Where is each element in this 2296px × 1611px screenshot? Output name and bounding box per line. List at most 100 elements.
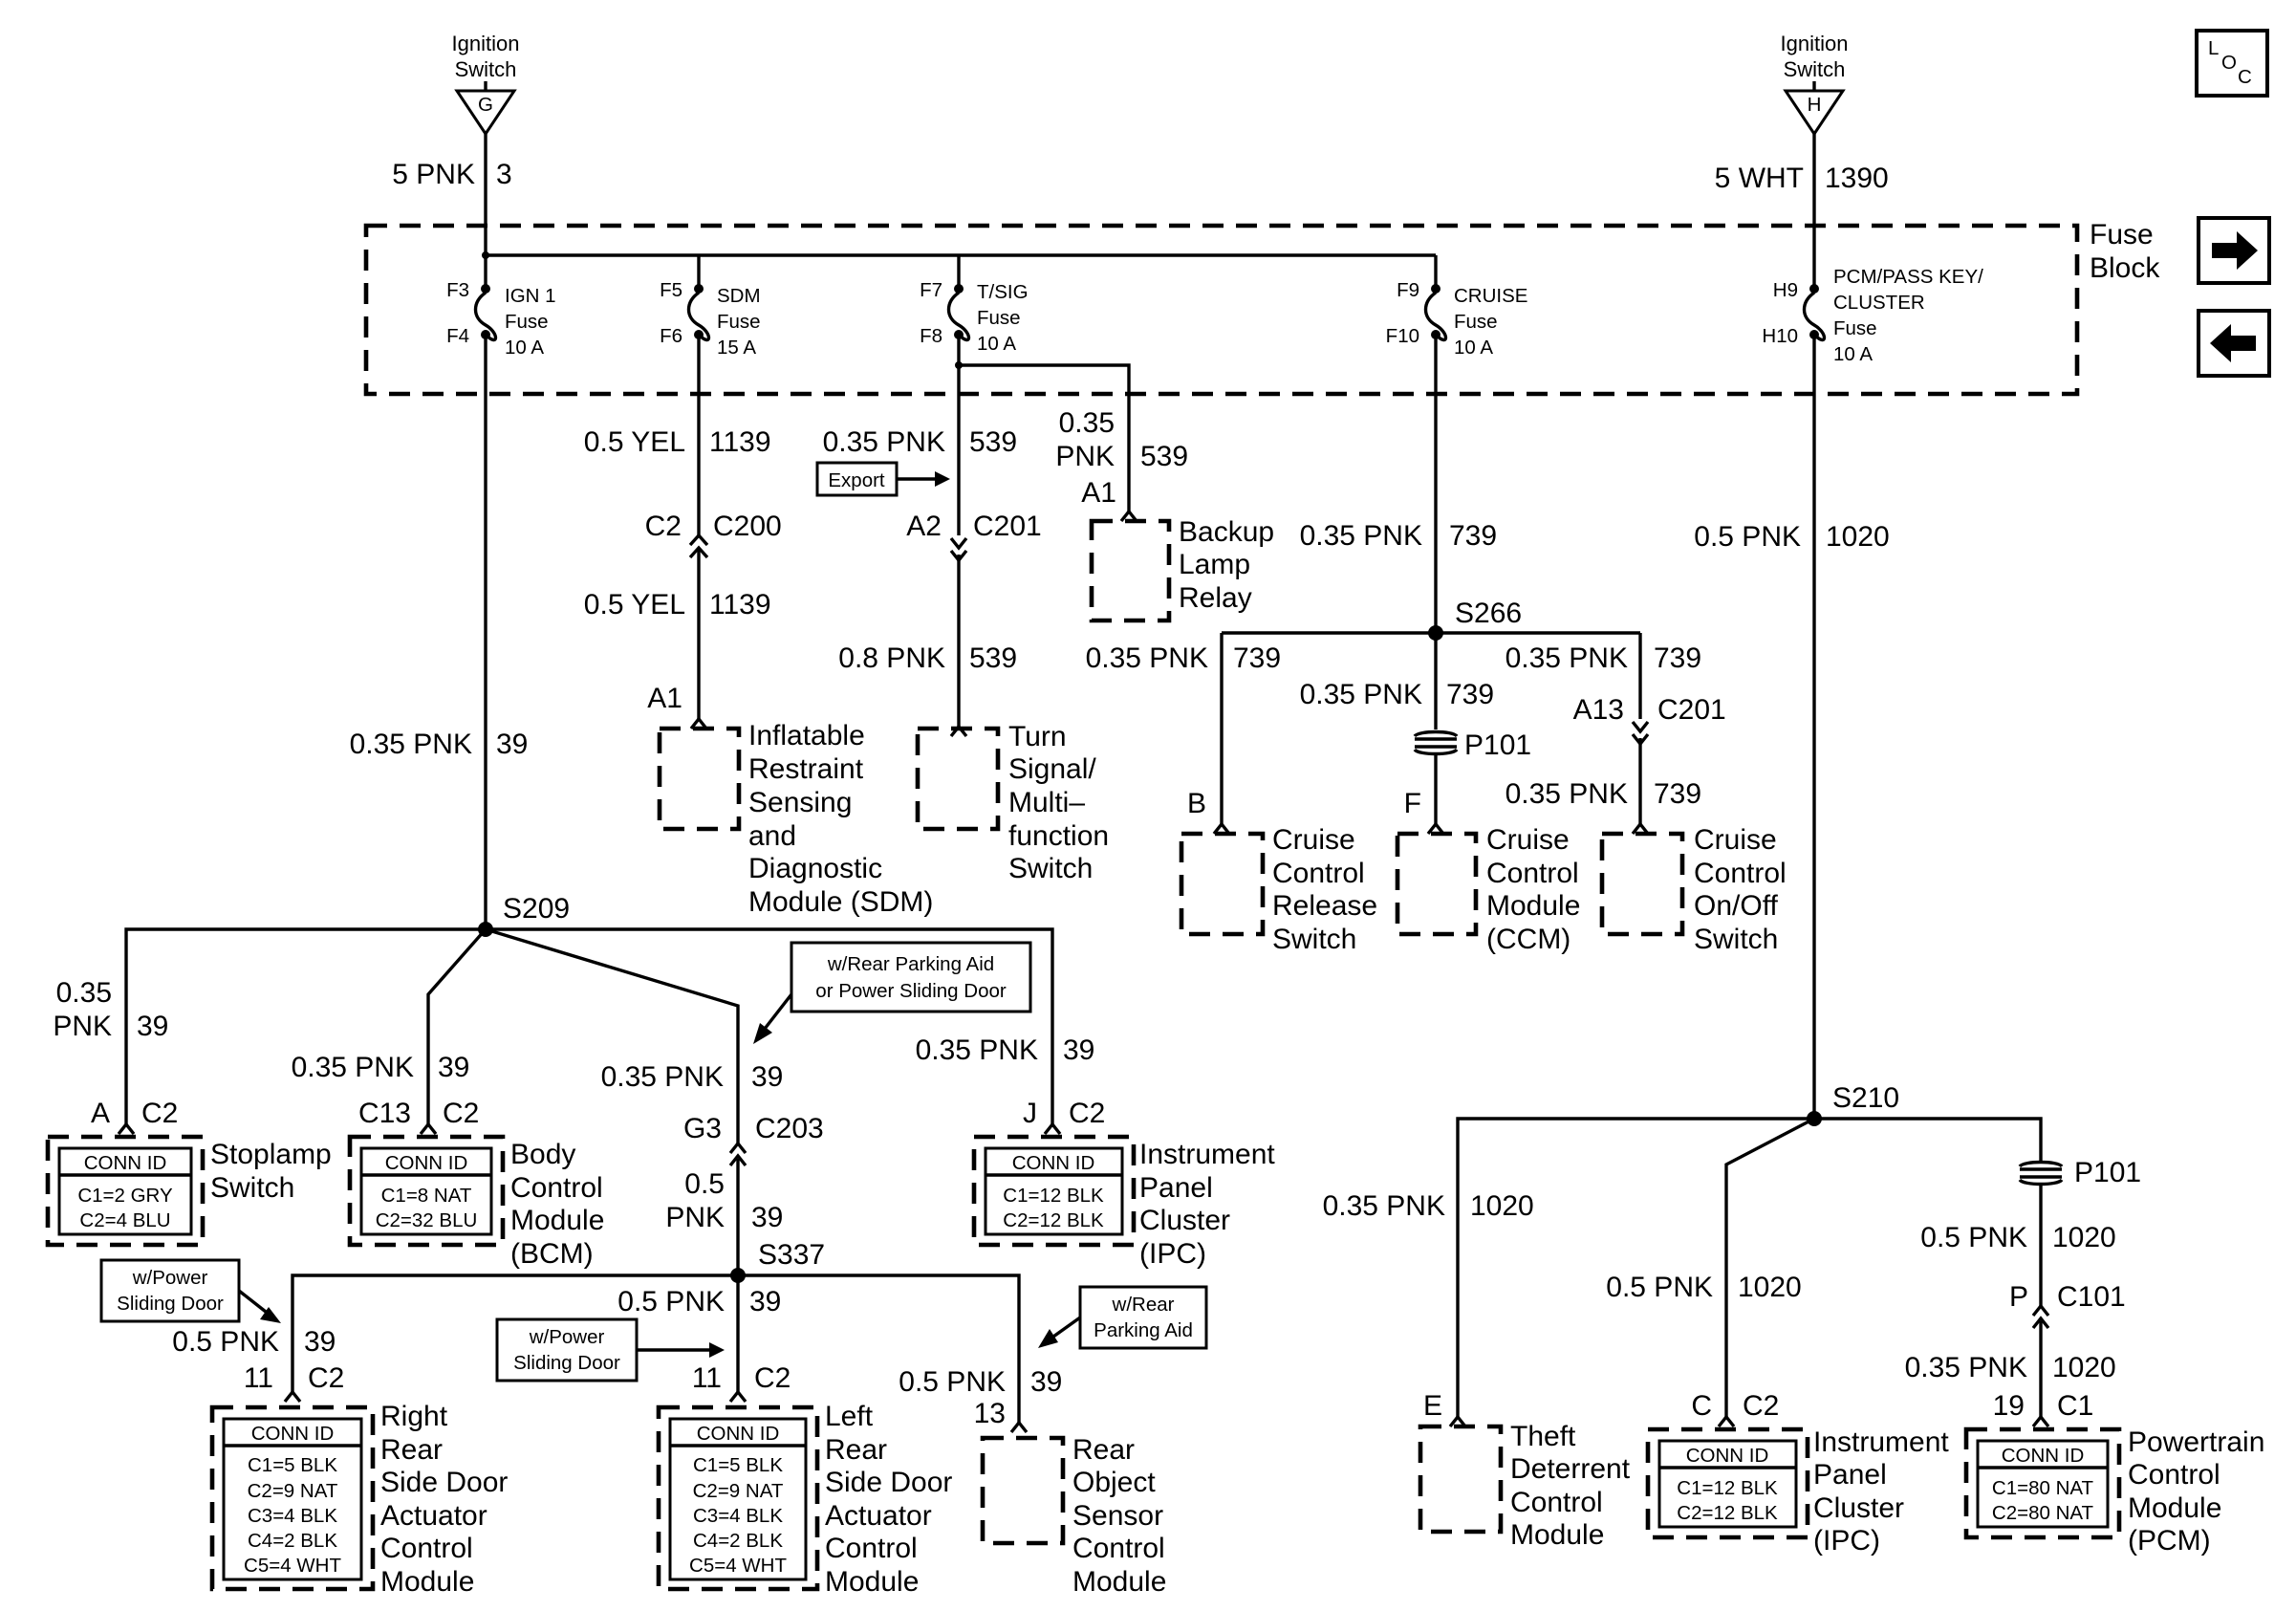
wire-left-door-gauge: 0.5 PNK: [617, 1286, 725, 1317]
ipc-left-conn: C2: [1069, 1098, 1105, 1129]
fuse-sdm-bottom-pin: F6: [660, 325, 682, 347]
body-control-module[interactable]: CONN ID C1=8 NAT C2=32 BLU Body Control …: [347, 1134, 604, 1270]
c200-cavity: C2: [645, 511, 682, 542]
connector-c203-icon: [728, 1141, 747, 1167]
turn-signal-switch[interactable]: Turn Signal/ Multi– function Switch: [915, 721, 1109, 884]
pcm-pin: 19: [1993, 1390, 2025, 1422]
cruise-onoff-label-4: Switch: [1694, 924, 1778, 955]
note-power-door-2-line-2: Sliding Door: [513, 1352, 620, 1374]
c203-name: C203: [755, 1113, 824, 1144]
left-door-pin: 11: [692, 1362, 722, 1394]
powertrain-control-module[interactable]: CONN ID C1=80 NAT C2=80 NAT Powertrain C…: [1963, 1426, 2264, 1557]
fuse-pcm-type: Fuse: [1833, 317, 1877, 339]
theft-deterrent-module[interactable]: Theft Deterrent Control Module: [1418, 1421, 1631, 1551]
right-door-conn-id-row: C5=4 WHT: [244, 1555, 341, 1577]
theft-label-4: Module: [1510, 1519, 1604, 1551]
source-g-label-1: Ignition: [452, 32, 520, 55]
source-h-label-2: Switch: [1784, 57, 1846, 81]
sdm-label-3: Sensing: [748, 787, 852, 818]
p101-b-name: P101: [2074, 1157, 2141, 1188]
cruise-release-switch[interactable]: Cruise Control Release Switch: [1179, 824, 1377, 955]
wire-stoplamp-circuit: 39: [137, 1011, 168, 1042]
ipc-left-conn-id-row: C1=12 BLK: [1003, 1185, 1104, 1207]
right-door-label-6: Module: [380, 1566, 474, 1598]
wire-backup-gauge-2: PNK: [1055, 441, 1115, 472]
wire-theft-circuit: 1020: [1470, 1190, 1534, 1222]
theft-label-2: Deterrent: [1510, 1453, 1631, 1485]
source-g-letter: G: [478, 94, 493, 116]
bcm-label-1: Body: [510, 1139, 575, 1170]
wire-c203-bot-gauge-1: 0.5: [684, 1168, 725, 1200]
ipc-right-conn-id-row: C2=12 BLK: [1677, 1502, 1778, 1524]
ipc-left-pin: J: [1023, 1098, 1037, 1129]
loc-icon[interactable]: L O C: [2195, 29, 2269, 98]
rear-object-sensor-module[interactable]: Rear Object Sensor Control Module: [980, 1434, 1166, 1598]
note-power-door-2-line-1: w/Power: [529, 1326, 605, 1348]
next-page-arrow-icon[interactable]: [2197, 216, 2271, 285]
wire-h-in-circuit: 1390: [1825, 163, 1889, 194]
backup-lamp-relay[interactable]: Backup Lamp Relay: [1089, 516, 1274, 623]
cruise-onoff-switch[interactable]: Cruise Control On/Off Switch: [1599, 824, 1787, 955]
note-rear-aid-or-door-2: or Power Sliding Door: [815, 980, 1007, 1002]
previous-page-arrow-icon[interactable]: [2197, 309, 2271, 378]
stoplamp-switch[interactable]: CONN ID C1=2 GRY C2=4 BLU Stoplamp Switc…: [45, 1134, 332, 1248]
c201-a13-name: C201: [1657, 694, 1726, 726]
ccm-label-4: (CCM): [1486, 924, 1570, 955]
instrument-panel-cluster-right[interactable]: CONN ID C1=12 BLK C2=12 BLK Instrument P…: [1645, 1426, 1949, 1557]
rear-obj-label-5: Module: [1072, 1566, 1166, 1598]
fuse-cruise: F9 F10 CRUISE Fuse 10 A: [1386, 279, 1528, 359]
cruise-release-label-1: Cruise: [1272, 824, 1355, 856]
left-door-label-3: Side Door: [825, 1467, 952, 1498]
sdm-module[interactable]: Inflatable Restraint Sensing and Diagnos…: [657, 720, 933, 918]
left-door-conn-id-row: C5=4 WHT: [689, 1555, 787, 1577]
fuse-block-label-2: Block: [2090, 252, 2160, 284]
wire-pcm-bot-circuit: 1020: [2052, 1352, 2116, 1383]
wire-theft-gauge: 0.35 PNK: [1323, 1190, 1445, 1222]
ccm-label-3: Module: [1486, 890, 1580, 922]
stoplamp-conn-id-row: C2=4 BLU: [79, 1209, 170, 1231]
right-door-conn: C2: [308, 1362, 344, 1394]
wire-pcm-top-circuit: 1020: [2052, 1222, 2116, 1253]
fuse-cruise-rating: 10 A: [1454, 337, 1493, 359]
turn-label-2: Signal/: [1008, 753, 1096, 785]
sdm-label-4: and: [748, 820, 796, 852]
theft-pin: E: [1423, 1390, 1442, 1422]
instrument-panel-cluster-left[interactable]: CONN ID C1=12 BLK C2=12 BLK Instrument P…: [971, 1134, 1275, 1270]
right-door-label-3: Side Door: [380, 1467, 508, 1498]
fuse-ign1-bottom-pin: F4: [446, 325, 469, 347]
stoplamp-conn: C2: [141, 1098, 178, 1129]
ipc-left-label-4: (IPC): [1139, 1238, 1206, 1270]
cruise-release-pin: B: [1187, 788, 1206, 819]
fuse-cruise-name: CRUISE: [1454, 285, 1527, 307]
left-door-label-6: Module: [825, 1566, 919, 1598]
cruise-control-module[interactable]: Cruise Control Module (CCM): [1395, 824, 1580, 955]
right-door-conn-id-row: C2=9 NAT: [248, 1480, 338, 1502]
cruise-onoff-label-1: Cruise: [1694, 824, 1777, 856]
ipc-left-label-3: Cluster: [1139, 1205, 1230, 1236]
wire-c203-top-gauge: 0.35 PNK: [601, 1061, 724, 1093]
pcm-conn: C1: [2057, 1390, 2093, 1422]
sdm-label-5: Diagnostic: [748, 853, 882, 884]
note-power-door-1-line-2: Sliding Door: [117, 1293, 224, 1315]
loc-letter-o: O: [2221, 52, 2237, 74]
ipc-right-label-1: Instrument: [1813, 1426, 1949, 1458]
wire-backup-circuit: 539: [1140, 441, 1188, 472]
left-rear-side-door-module[interactable]: CONN ID C1=5 BLK C2=9 NAT C3=4 BLK C4=2 …: [656, 1401, 952, 1598]
stoplamp-pin: A: [91, 1098, 110, 1129]
left-door-conn-id-title: CONN ID: [697, 1423, 780, 1445]
wire-sdm-top-circuit: 1139: [709, 426, 771, 458]
turn-label-1: Turn: [1008, 721, 1067, 752]
wire-right-door-gauge: 0.5 PNK: [172, 1326, 279, 1358]
wire-tsig-bot-circuit: 539: [969, 642, 1017, 674]
wire-ign-main-gauge: 0.35 PNK: [350, 729, 472, 760]
rear-obj-pin: 13: [974, 1398, 1006, 1429]
p101-a-cavity: F: [1404, 788, 1421, 819]
right-door-pin: 11: [244, 1362, 273, 1394]
rear-obj-label-2: Object: [1072, 1467, 1156, 1498]
fuse-ign1-top-pin: F3: [446, 279, 469, 301]
connector-c101-icon: [2031, 1303, 2050, 1330]
ipc-right-label-4: (IPC): [1813, 1525, 1880, 1557]
right-door-label-1: Right: [380, 1401, 448, 1432]
wire-h-in-gauge: 5 WHT: [1715, 163, 1804, 194]
right-rear-side-door-module[interactable]: CONN ID C1=5 BLK C2=9 NAT C3=4 BLK C4=2 …: [209, 1401, 508, 1598]
